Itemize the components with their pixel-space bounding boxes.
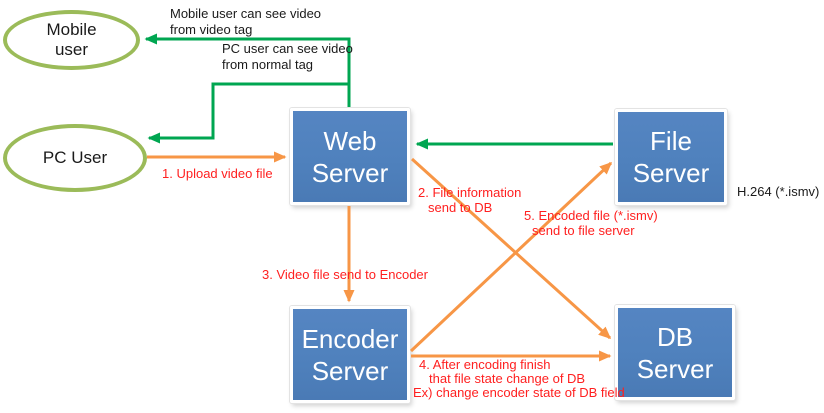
annotation-pc-view: PC user can see video from normal tag (222, 41, 353, 72)
node-label: Server (632, 158, 710, 188)
node-label: Server (311, 355, 389, 386)
node-label: Server (636, 353, 714, 384)
node-label: Encoder (301, 323, 399, 354)
node-encoder-server: Encoder Server (290, 306, 410, 403)
annotation-step3: 3. Video file send to Encoder (262, 267, 428, 282)
node-label: PC User (42, 148, 108, 167)
annotation-mobile-view: Mobile user can see video from video tag (170, 6, 322, 37)
node-db-server: DB Server (615, 305, 735, 400)
node-label: File (650, 126, 692, 156)
node-label: user (54, 40, 89, 59)
node-label: Web (323, 125, 377, 156)
annotation-step4: 4. After encoding finish that file state… (413, 357, 625, 400)
annotation-step5: 5. Encoded file (*.ismv) send to file se… (524, 208, 658, 238)
node-mobile-user: Mobile user (3, 10, 140, 70)
annotation-step1: 1. Upload video file (162, 166, 273, 181)
node-label: Server (311, 157, 389, 188)
node-file-server: File Server (615, 109, 727, 205)
annotation-h264: H.264 (*.ismv) (737, 184, 820, 199)
node-pc-user: PC User (3, 124, 147, 192)
node-label: Mobile (46, 20, 97, 39)
annotation-step2: 2. File information send to DB (418, 185, 522, 215)
node-web-server: Web Server (290, 108, 410, 205)
node-label: DB (656, 321, 694, 352)
